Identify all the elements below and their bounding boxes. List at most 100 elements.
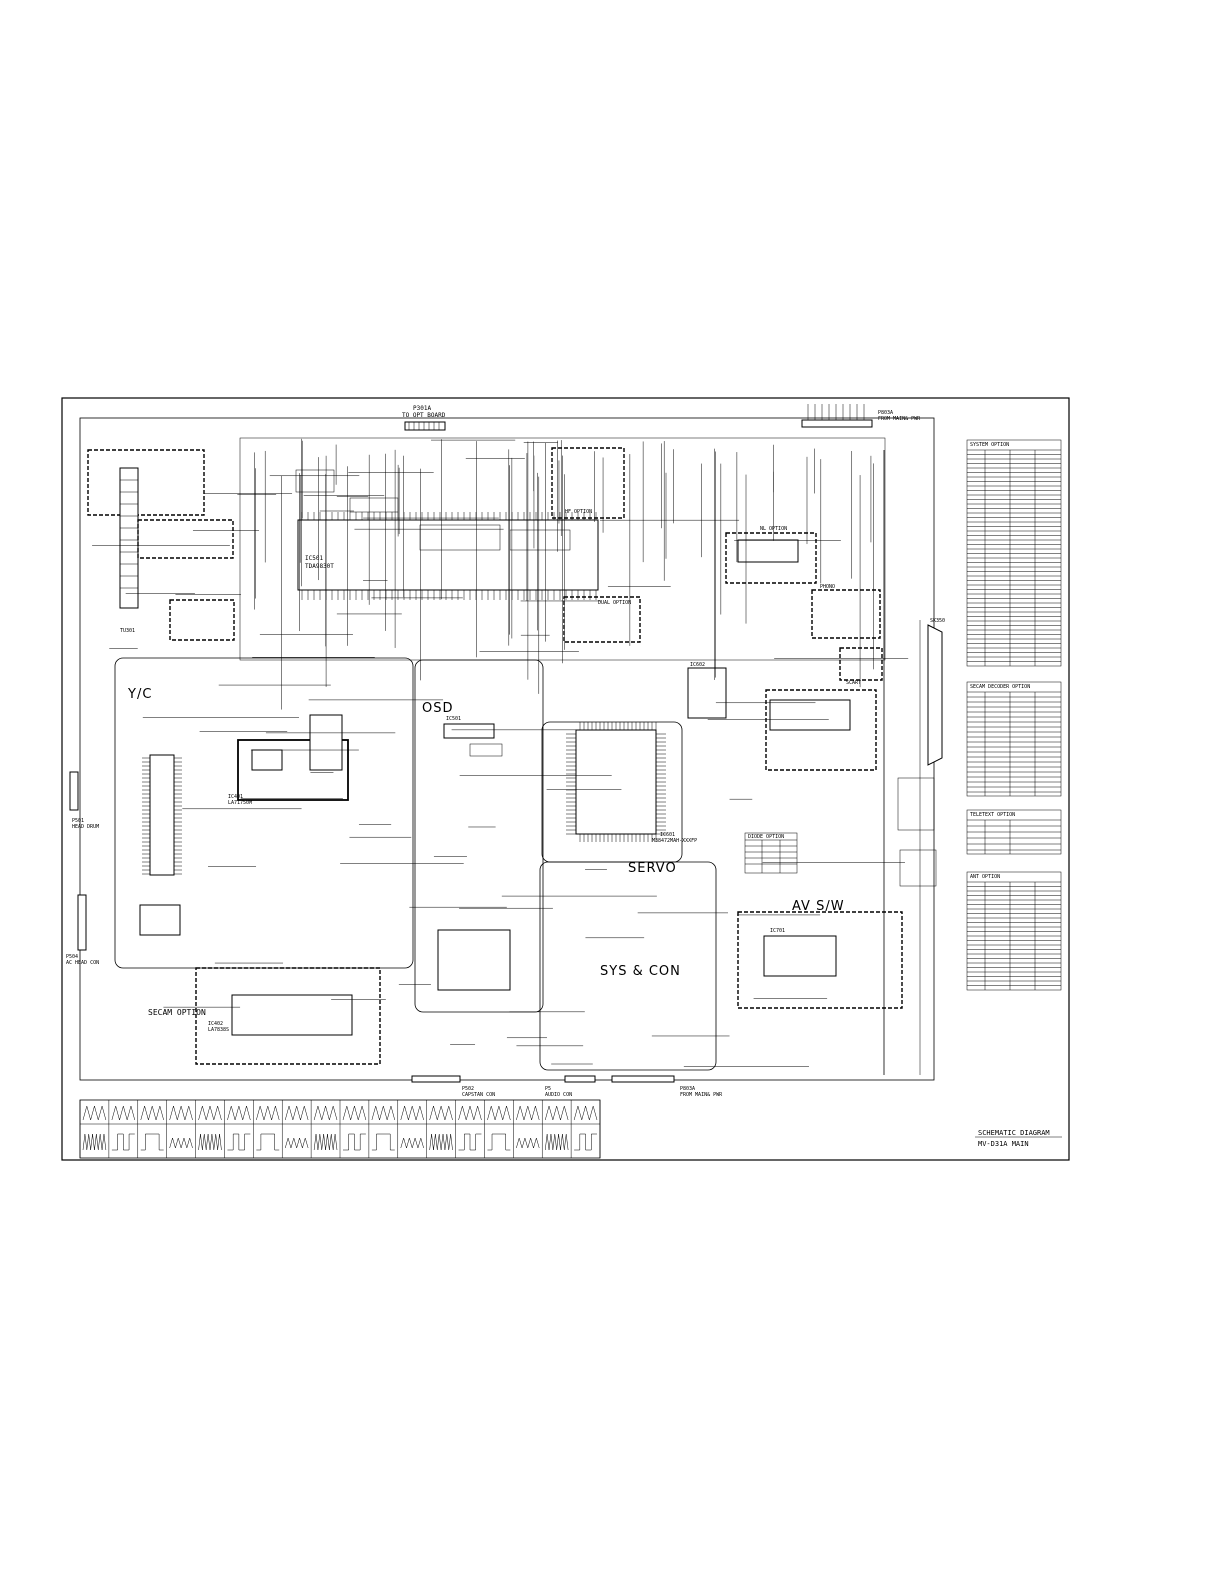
- connector-p803a-top-desc: FROM MAIN& PWR: [878, 416, 921, 422]
- waveform-trace: [227, 1105, 251, 1121]
- connector-p301a-desc: TO OPT BOARD: [402, 412, 446, 419]
- waveform-trace: [169, 1105, 193, 1121]
- waveform-trace: [313, 1133, 338, 1151]
- waveform-trace: [343, 1133, 366, 1151]
- waveform-trace: [111, 1105, 136, 1121]
- secam-decoder-option-table: SECAM DECODER OPTION: [966, 681, 1062, 797]
- teletext-option-table: TELETEXT OPTION: [966, 809, 1062, 855]
- ant-option-title: ANT OPTION: [970, 874, 1000, 880]
- phono-block: [811, 589, 881, 639]
- ic-yc-part: LA71750M: [228, 800, 252, 806]
- dual-option-label: DUAL OPTION: [598, 600, 631, 606]
- connector-p5: [564, 1075, 596, 1083]
- connector-p502-ref: P502: [462, 1086, 474, 1092]
- av-sw-section: [737, 911, 903, 1009]
- waveform-trace: [458, 1133, 482, 1151]
- drawing-model: MV-D31A MAIN: [978, 1140, 1029, 1148]
- waveform-trace: [371, 1105, 396, 1121]
- scart-block: [839, 647, 883, 681]
- connector-p501: [69, 771, 79, 811]
- waveform-trace: [140, 1133, 164, 1151]
- ic-yc: [149, 754, 175, 876]
- ic-mcu: [575, 729, 657, 835]
- waveform-trace: [371, 1133, 395, 1151]
- ic-if: [297, 519, 599, 591]
- ic-secam-part: LA7838S: [208, 1027, 229, 1033]
- ic-av-ref: IC701: [770, 928, 785, 934]
- secam-option-block: [195, 967, 381, 1065]
- connector-p803a-bottom-ref: P803A: [680, 1086, 695, 1092]
- waveform-trace: [342, 1105, 367, 1121]
- waveform-trace: [516, 1105, 540, 1121]
- system-option-title: SYSTEM OPTION: [970, 442, 1009, 448]
- scart-ref: SK350: [930, 618, 945, 624]
- ic-eeprom-ref: IC602: [690, 662, 705, 668]
- ic-if-ref: IC501: [305, 555, 323, 562]
- waveform-trace: [487, 1133, 511, 1151]
- ic-mcu-ref: IC601: [660, 832, 675, 838]
- ic-osd: [443, 723, 495, 739]
- waveform-trace: [544, 1133, 569, 1151]
- waveform-trace: [573, 1105, 598, 1121]
- connector-p803a-top-ref: P803A: [878, 410, 893, 416]
- connector-p301a: P301A TO OPT BOARD: [402, 405, 446, 431]
- tuner-block: [87, 449, 205, 516]
- waveform-trace: [544, 1105, 569, 1121]
- connector-p803a-top: P803A FROM MAIN& PWR: [801, 404, 921, 428]
- servo-label: SERVO: [628, 861, 677, 876]
- av-sw-label: AV S/W: [792, 899, 845, 914]
- secam-decoder-option-title: SECAM DECODER OPTION: [970, 684, 1030, 690]
- waveform-legend: [79, 1099, 601, 1159]
- sys-con-label: SYS & CON: [600, 964, 681, 979]
- connector-p504-desc: AC HEAD CON: [66, 960, 99, 966]
- nl-option-block: [725, 532, 817, 584]
- connector-p5-ref: P5: [545, 1086, 551, 1092]
- system-option-table: SYSTEM OPTION: [966, 439, 1062, 667]
- waveform-trace: [227, 1133, 251, 1151]
- waveform-trace: [198, 1105, 222, 1121]
- ic-secam: [231, 994, 353, 1036]
- waveform-trace: [284, 1105, 309, 1121]
- phono-label: PHONO: [820, 584, 835, 590]
- teletext-option-title: TELETEXT OPTION: [970, 812, 1015, 818]
- tuner-ref: TU301: [120, 628, 135, 634]
- hf-option-block: [551, 447, 625, 519]
- waveform-trace: [256, 1105, 280, 1121]
- connector-scart: SK350: [927, 618, 945, 766]
- ic-secam-ref: IC402: [208, 1021, 223, 1027]
- drawing-title: SCHEMATIC DIAGRAM: [978, 1129, 1050, 1137]
- ic-yc-ref: IC401: [228, 794, 243, 800]
- osd-label: OSD: [422, 701, 454, 716]
- diode-option-table: DIODE OPTION: [744, 832, 798, 874]
- waveform-trace: [82, 1133, 107, 1151]
- waveform-trace: [198, 1133, 222, 1151]
- waveform-trace: [487, 1105, 511, 1121]
- osd-section: [414, 659, 544, 1013]
- sys-con-section: [539, 861, 717, 1071]
- waveform-trace: [574, 1133, 597, 1151]
- waveform-trace: [400, 1137, 424, 1149]
- ic-mcu-part: M38472MAH-XXXFP: [652, 838, 697, 844]
- waveform-trace: [313, 1105, 338, 1121]
- connector-p501-ref: P501: [72, 818, 84, 824]
- waveform-trace: [284, 1137, 309, 1149]
- waveform-trace: [140, 1105, 164, 1121]
- connector-p803a-bottom: [611, 1075, 675, 1083]
- connector-p501-desc: HEAD DRUM: [72, 824, 99, 830]
- connector-p504: [77, 894, 87, 951]
- waveform-trace: [429, 1133, 453, 1151]
- waveform-trace: [111, 1133, 135, 1151]
- waveform-trace: [400, 1105, 424, 1121]
- ic-osd-ref: IC501: [446, 716, 461, 722]
- dual-option-block: [563, 596, 641, 643]
- waveform-trace: [256, 1133, 280, 1151]
- waveform-trace: [169, 1137, 193, 1149]
- drawing-frame: [61, 397, 1070, 1161]
- ant-option-table: ANT OPTION: [966, 871, 1062, 991]
- secam-option-label: SECAM OPTION: [148, 1008, 206, 1017]
- yc-label: Y/C: [127, 687, 152, 702]
- waveform-trace: [516, 1137, 540, 1149]
- waveform-trace: [82, 1105, 107, 1121]
- hf-option-label: HF OPTION: [565, 509, 592, 515]
